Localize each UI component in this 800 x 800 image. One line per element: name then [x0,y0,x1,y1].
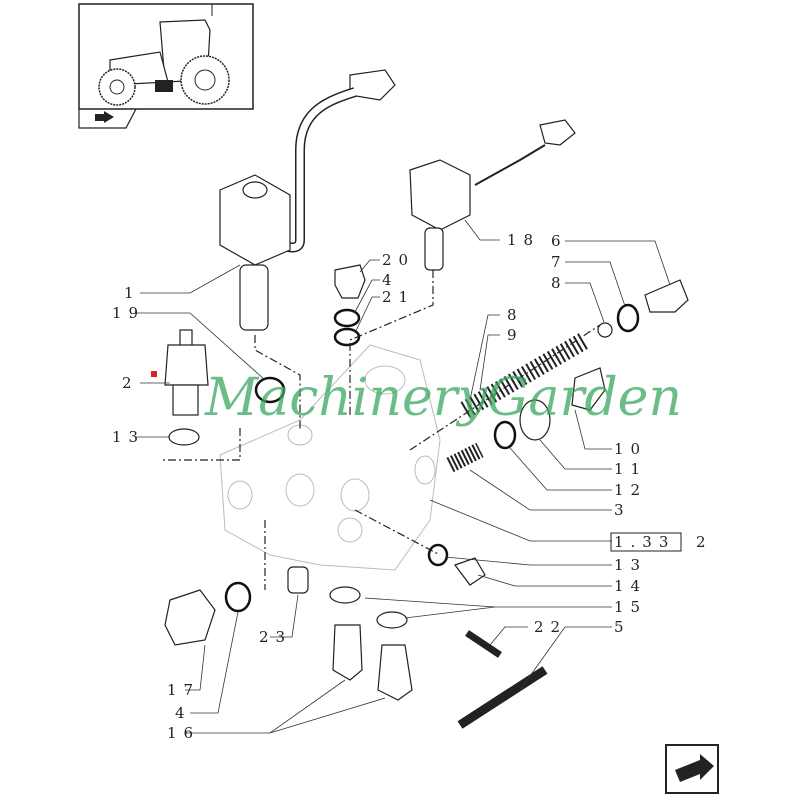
callout-11: 11 [614,460,647,478]
solenoid-valve-18 [409,119,576,271]
callout-13b: 13 [614,556,647,574]
tractor-thumbnail-icon[interactable] [78,3,254,129]
watermark: MachineryGarden [204,368,682,428]
callout-6: 6 [551,232,568,250]
callout-16: 16 [167,724,200,742]
spring-3 [446,442,484,473]
callout-5: 5 [614,618,631,636]
callout-3: 3 [614,501,631,519]
next-page-arrow-icon[interactable] [665,744,719,794]
callout-8b: 8 [507,306,524,324]
seat-11 [519,399,551,441]
callout-12: 12 [614,481,647,499]
solenoid-valve-1 [219,69,396,331]
callout-8: 8 [551,274,568,292]
callout-9: 9 [507,326,524,344]
callout-1: 1 [124,284,141,302]
plug-6 [644,279,689,313]
callout-23: 23 [259,628,292,646]
callout-4: 4 [382,271,399,289]
o-ring-21 [333,327,361,347]
pin-22 [465,630,502,658]
callout-10: 10 [614,440,647,458]
pressure-switch-2 [164,329,209,416]
o-ring-12 [493,420,517,450]
marker [151,371,157,377]
callout-14: 14 [614,577,647,595]
plug-16a [332,624,363,681]
plug-23 [287,566,309,594]
callout-20: 20 [382,251,415,269]
callout-17: 17 [167,681,200,699]
callout-19: 19 [112,304,145,322]
reference-box[interactable]: 1.33 [614,533,675,551]
arrow-icon[interactable] [95,111,114,123]
washer-15a [329,586,361,604]
plug-14 [454,557,486,586]
callout-22: 22 [534,618,567,636]
spring-9 [460,332,590,418]
plug-20 [334,264,366,299]
callout-21: 21 [382,288,415,306]
callout-18: 18 [507,231,540,249]
callout-13: 13 [112,428,145,446]
callout-15: 15 [614,598,647,616]
plug-16b [377,644,413,701]
rod-5 [457,666,548,729]
reference-suffix: 2 [696,533,713,551]
o-ring-4b [224,581,252,613]
o-ring-7 [616,303,640,333]
callout-4b: 4 [175,704,192,722]
plug-10 [571,367,606,411]
washer-15b [376,611,408,629]
callout-7: 7 [551,253,568,271]
o-ring-19 [254,376,286,404]
o-ring-13b [427,543,449,567]
washer-8 [597,322,613,338]
o-ring-4 [333,308,361,328]
plug-17 [164,589,216,646]
washer-13 [168,428,200,446]
callout-2: 2 [122,374,139,392]
